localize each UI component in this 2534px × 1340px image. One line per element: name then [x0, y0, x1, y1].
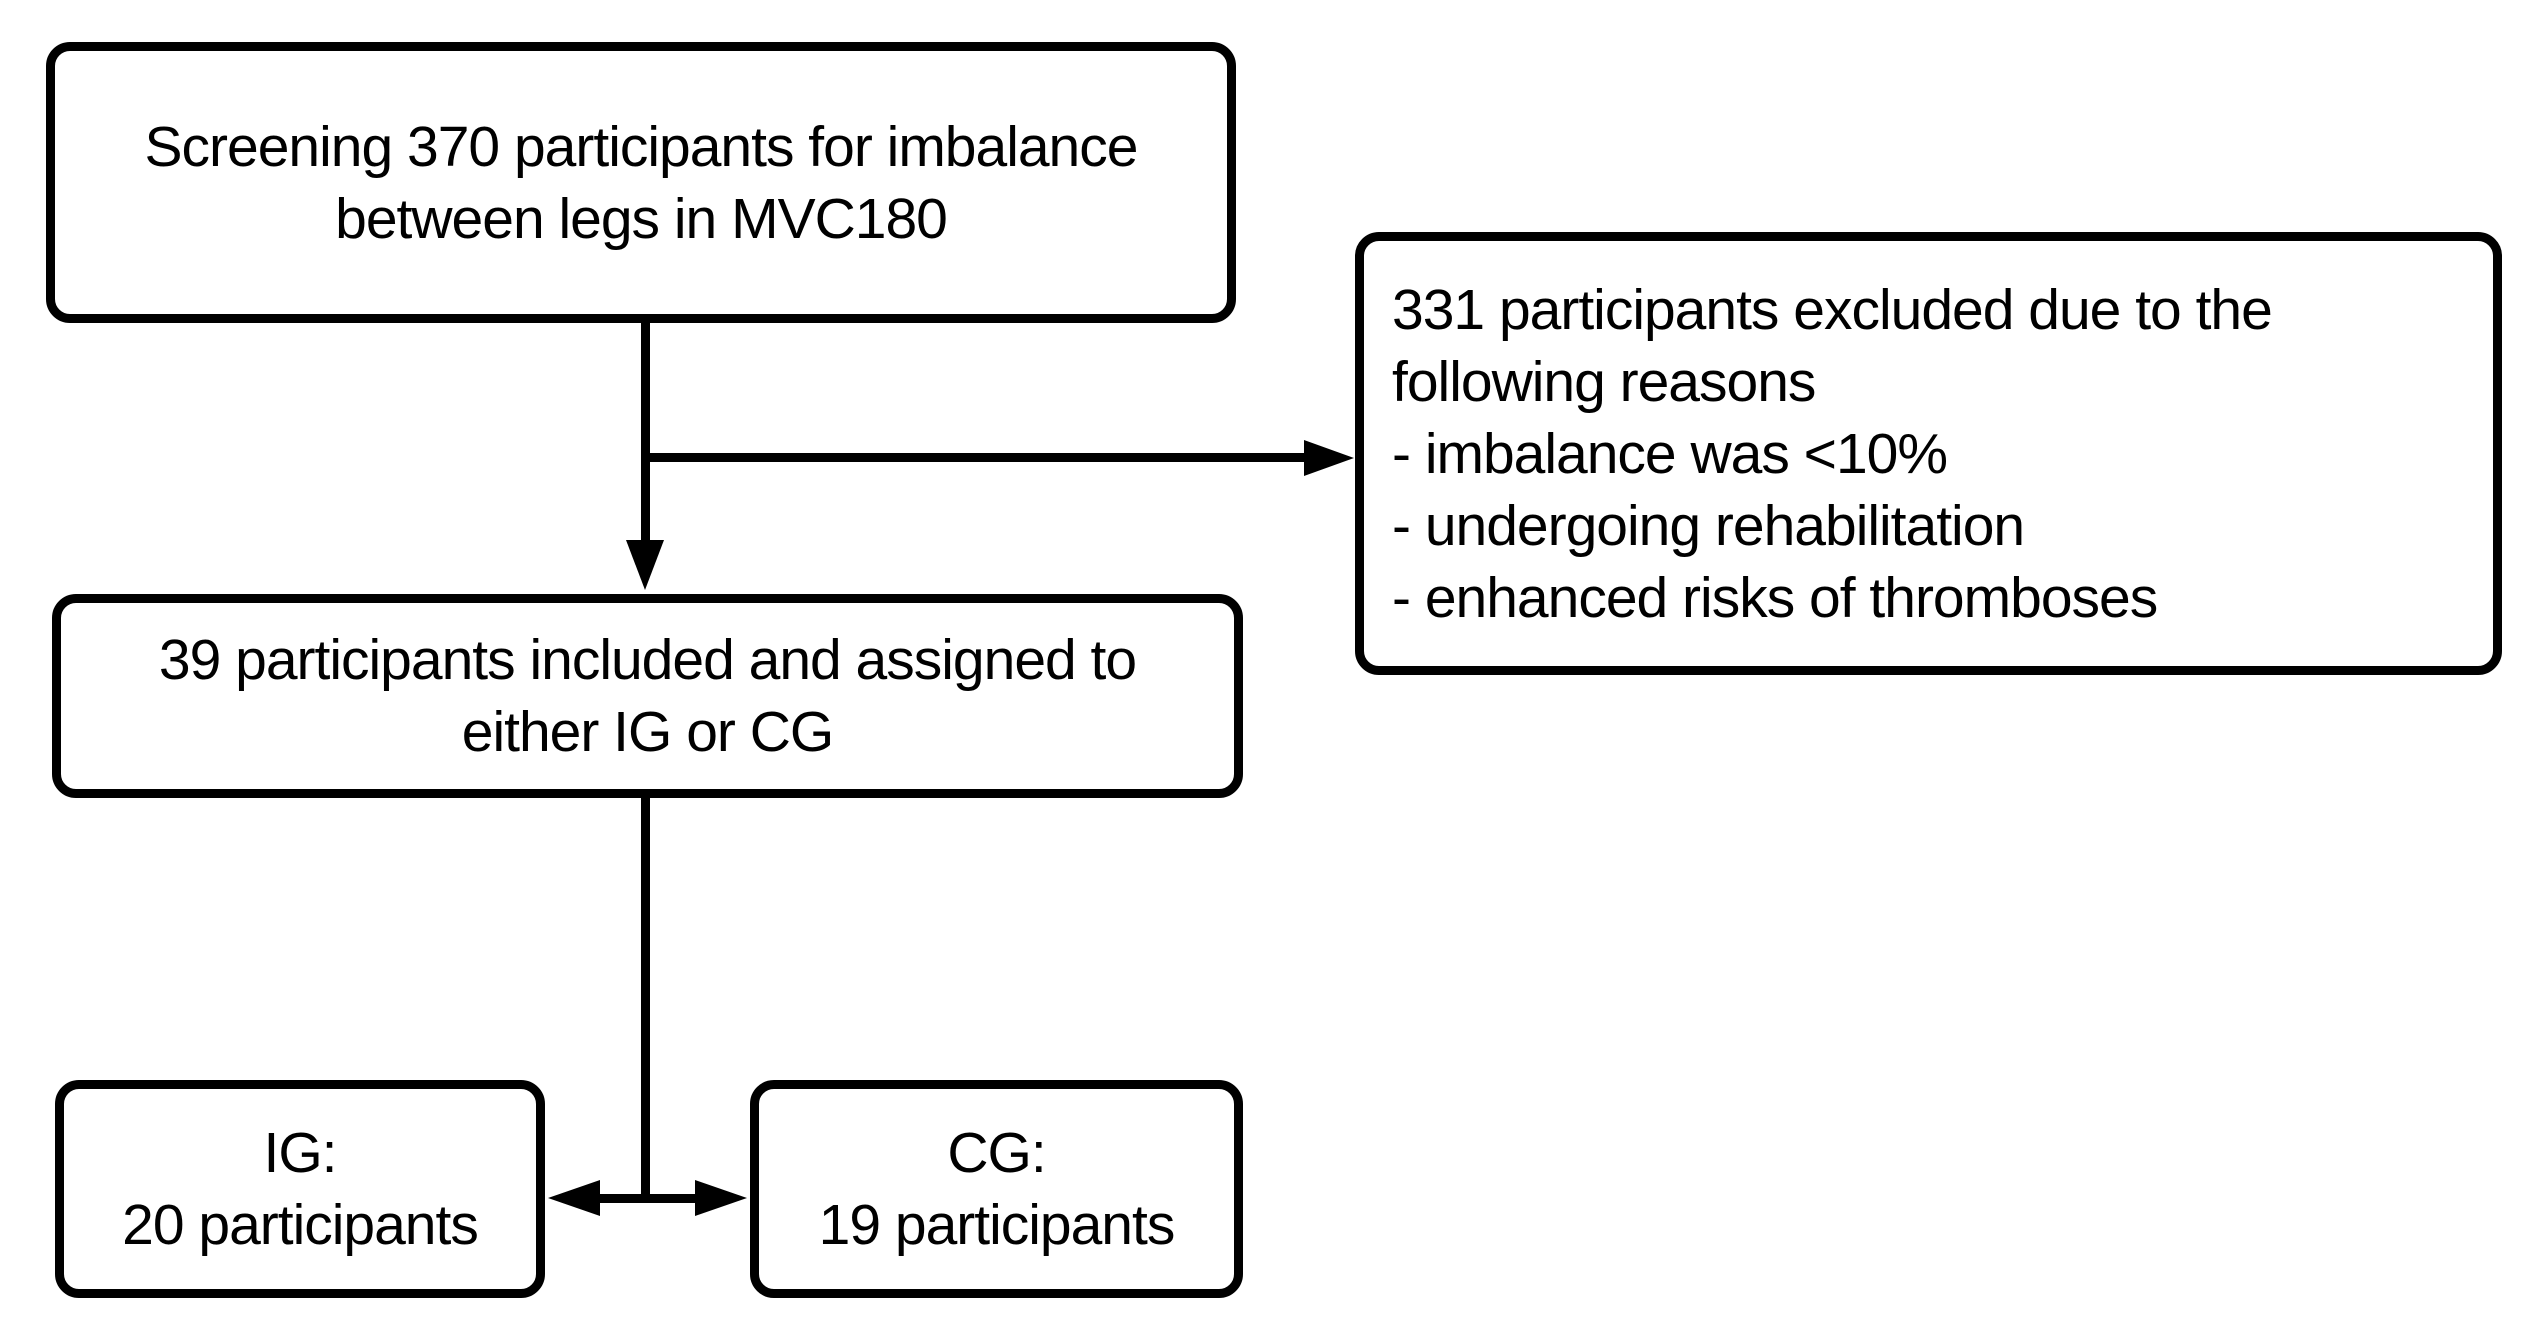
text-line: either IG or CG — [461, 700, 834, 764]
edge-ig-cg-line — [595, 1194, 700, 1203]
node-screening: Screening 370 participants for imbalance… — [46, 42, 1236, 323]
text-line: between legs in MVC180 — [335, 186, 948, 251]
arrowhead-left-icon — [548, 1180, 600, 1216]
node-included: 39 participants included and assigned to… — [52, 594, 1243, 798]
arrowhead-right-icon — [1304, 440, 1354, 476]
text-line: - enhanced risks of thromboses — [1392, 565, 2158, 630]
edge-screening-to-included-line — [641, 318, 650, 542]
edge-included-to-split-line — [641, 795, 650, 1203]
text-line: 19 participants — [818, 1193, 1176, 1257]
text-line: following reasons — [1392, 349, 1816, 414]
text-line: Screening 370 participants for imbalance — [144, 114, 1139, 179]
text-line: IG: — [263, 1121, 337, 1185]
text-line: 331 participants excluded due to the — [1392, 277, 2273, 342]
text-line: 20 participants — [122, 1193, 479, 1257]
node-excluded: 331 participants excluded due to the fol… — [1355, 232, 2502, 675]
text-line: CG: — [947, 1121, 1046, 1185]
arrowhead-right-icon — [695, 1180, 747, 1216]
text-line: - imbalance was <10% — [1392, 421, 1948, 486]
edge-screening-to-excluded-line — [641, 453, 1304, 462]
text-line: - undergoing rehabilitation — [1392, 493, 2025, 558]
arrowhead-down-icon — [626, 540, 664, 590]
text-line: 39 participants included and assigned to — [158, 628, 1137, 692]
node-ig: IG: 20 participants — [55, 1080, 545, 1298]
node-cg: CG: 19 participants — [750, 1080, 1243, 1298]
